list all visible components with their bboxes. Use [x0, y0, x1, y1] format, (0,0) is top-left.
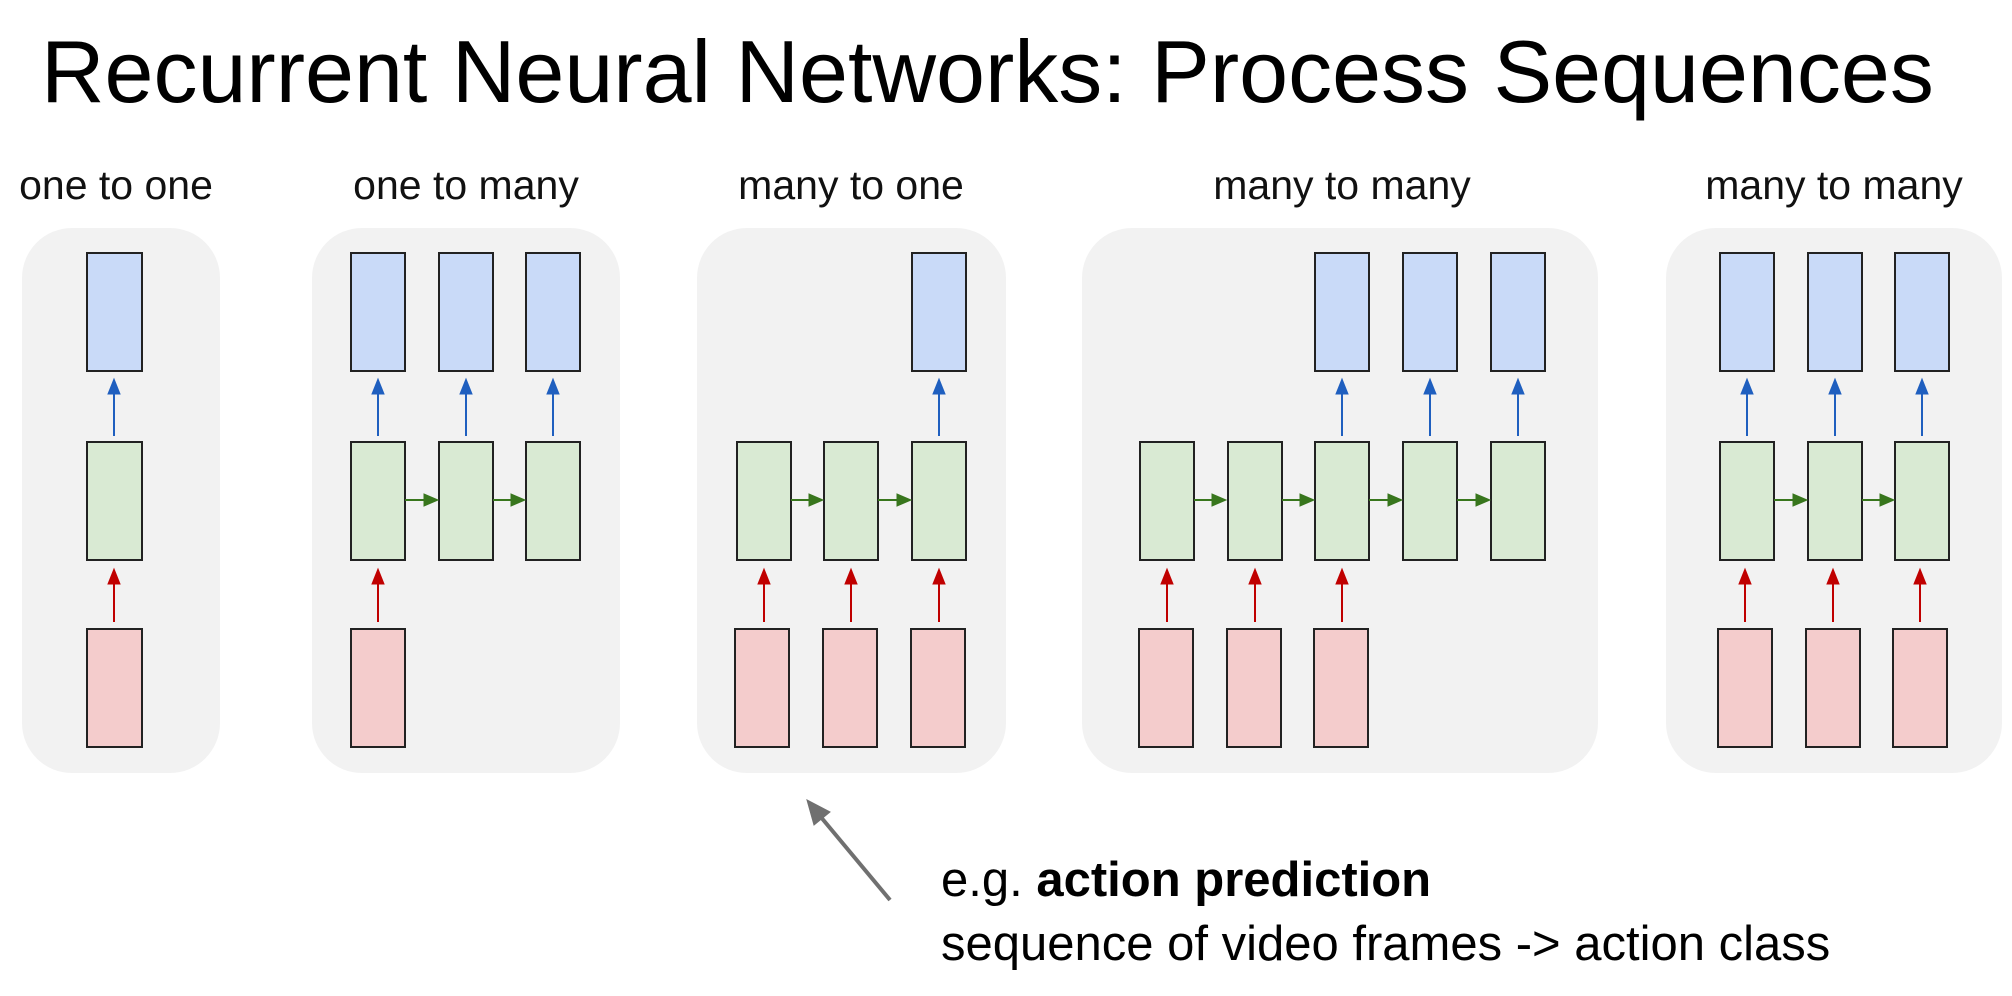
output-arrow	[107, 377, 121, 436]
output-box	[350, 252, 406, 372]
output-box	[525, 252, 581, 372]
output-box	[1894, 252, 1950, 372]
annotation: e.g. action prediction sequence of video…	[941, 848, 1830, 976]
hidden-box	[1139, 441, 1195, 561]
output-arrow	[1740, 377, 1929, 436]
output-box	[86, 252, 143, 372]
hidden-arrow	[1774, 493, 1896, 507]
input-box	[350, 628, 406, 748]
many-to-one-diagram	[734, 252, 967, 748]
input-arrow	[1738, 567, 1927, 622]
output-box	[1402, 252, 1458, 372]
hidden-box	[525, 441, 581, 561]
output-box	[1490, 252, 1546, 372]
panel-title-one-to-one: one to one	[19, 162, 213, 208]
input-box	[1892, 628, 1948, 748]
hidden-arrow	[791, 493, 913, 507]
output-arrow	[1335, 377, 1525, 436]
annotation-line-1: e.g. action prediction	[941, 848, 1830, 912]
panel-title-one-to-many: one to many	[353, 162, 579, 208]
annotation-bold: action prediction	[1036, 853, 1432, 907]
input-box	[1717, 628, 1773, 748]
input-box	[1226, 628, 1282, 748]
pointer-arrow	[806, 799, 892, 902]
one-to-many-diagram	[350, 252, 581, 748]
input-box	[822, 628, 878, 748]
output-arrow	[371, 377, 560, 436]
hidden-box	[1894, 441, 1950, 561]
input-arrow	[757, 567, 946, 622]
many-to-many-1-diagram	[1138, 252, 1546, 748]
one-to-one-diagram	[86, 252, 143, 748]
input-arrow	[1160, 567, 1349, 622]
input-box	[1138, 628, 1194, 748]
hidden-box	[1402, 441, 1458, 561]
hidden-box	[736, 441, 792, 561]
input-arrow	[107, 567, 121, 622]
hidden-box	[350, 441, 406, 561]
output-box	[438, 252, 494, 372]
input-box	[1805, 628, 1861, 748]
output-box	[1807, 252, 1863, 372]
input-box	[910, 628, 966, 748]
hidden-box	[1314, 441, 1370, 561]
many-to-many-2-diagram	[1717, 252, 1950, 748]
hidden-box	[438, 441, 494, 561]
hidden-box	[86, 441, 143, 561]
input-box	[734, 628, 790, 748]
hidden-box	[823, 441, 879, 561]
output-box	[911, 252, 967, 372]
hidden-box	[911, 441, 967, 561]
hidden-box	[1719, 441, 1775, 561]
output-box	[1719, 252, 1775, 372]
hidden-box	[1807, 441, 1863, 561]
output-arrow	[932, 377, 946, 436]
panel-title-many-to-many-1: many to many	[1213, 162, 1471, 208]
hidden-arrow	[405, 493, 527, 507]
output-box	[1314, 252, 1370, 372]
annotation-line-2: sequence of video frames -> action class	[941, 917, 1831, 971]
input-arrow	[371, 567, 385, 622]
panel-title-many-to-many-2: many to many	[1705, 162, 1963, 208]
input-box	[86, 628, 143, 748]
panel-title-many-to-one: many to one	[738, 162, 964, 208]
hidden-box	[1227, 441, 1283, 561]
slide-title: Recurrent Neural Networks: Process Seque…	[41, 22, 1934, 121]
hidden-arrow	[1194, 493, 1492, 507]
annotation-prefix: e.g.	[941, 853, 1037, 907]
input-box	[1313, 628, 1369, 748]
hidden-box	[1490, 441, 1546, 561]
